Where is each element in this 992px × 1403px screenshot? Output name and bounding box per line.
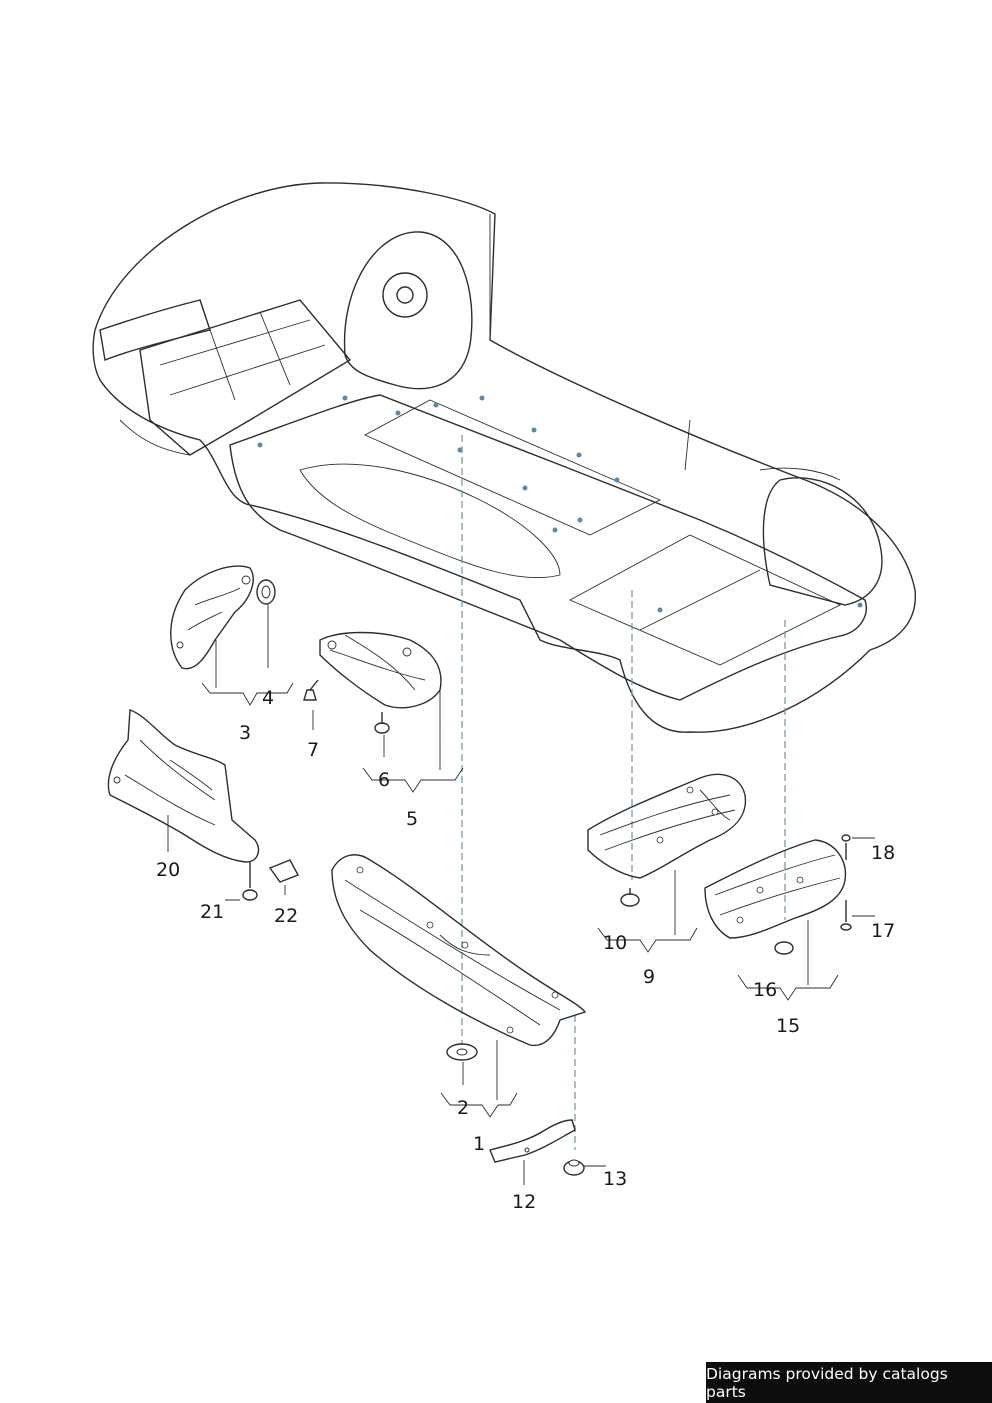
car-underbody xyxy=(92,182,916,733)
callout-20: 20 xyxy=(156,859,181,881)
rear-wheel-hub xyxy=(382,272,428,318)
floor-bolts xyxy=(257,395,863,613)
part-5-heat-shield xyxy=(319,631,442,709)
part-10-nut xyxy=(620,888,640,907)
part-16-nut xyxy=(774,941,794,955)
part-12-bracket xyxy=(489,1119,576,1163)
part-21-bolt xyxy=(242,862,258,901)
callout-15: 15 xyxy=(776,1015,801,1037)
callout-18: 18 xyxy=(871,842,896,864)
part-22-bracket xyxy=(268,859,299,883)
part-4-clip xyxy=(256,579,276,605)
rear-wheel-arch xyxy=(343,231,473,390)
assembly-lines xyxy=(461,435,786,1150)
callout-21: 21 xyxy=(200,901,225,923)
callout-16: 16 xyxy=(753,979,778,1001)
callout-12: 12 xyxy=(512,1191,537,1213)
part-2-clip xyxy=(446,1043,478,1061)
callout-13: 13 xyxy=(603,1168,628,1190)
car-body-outline xyxy=(92,182,916,733)
part-18-screw xyxy=(841,834,851,860)
callout-3: 3 xyxy=(239,722,252,744)
part-3-heat-shield xyxy=(170,565,254,670)
callout-22: 22 xyxy=(274,905,299,927)
part-15-heat-shield xyxy=(704,839,847,939)
callout-17: 17 xyxy=(871,920,896,942)
footer-attribution-text: Diagrams provided by catalogs parts xyxy=(706,1364,948,1401)
callout-6: 6 xyxy=(378,769,391,791)
callout-10: 10 xyxy=(603,932,628,954)
callout-4: 4 xyxy=(262,687,275,709)
part-20-heat-shield xyxy=(107,709,260,863)
exhaust-tunnel xyxy=(299,463,561,579)
rear-subframe xyxy=(139,299,352,456)
front-wheel-arch xyxy=(762,477,883,606)
callout-2: 2 xyxy=(457,1097,470,1119)
footer-attribution-badge: Diagrams provided by catalogs parts xyxy=(706,1362,992,1403)
callout-9: 9 xyxy=(643,966,656,988)
floor-pan xyxy=(229,394,867,701)
part-7-screw xyxy=(303,679,319,701)
callout-1: 1 xyxy=(473,1133,486,1155)
part-9-heat-shield xyxy=(587,773,747,879)
part-17-screw xyxy=(840,900,852,931)
callout-5: 5 xyxy=(406,808,419,830)
callout-7: 7 xyxy=(307,739,320,761)
part-2-tunnel-shield xyxy=(331,854,587,1047)
part-6-nut xyxy=(374,712,390,734)
part-13-nut xyxy=(563,1159,585,1176)
